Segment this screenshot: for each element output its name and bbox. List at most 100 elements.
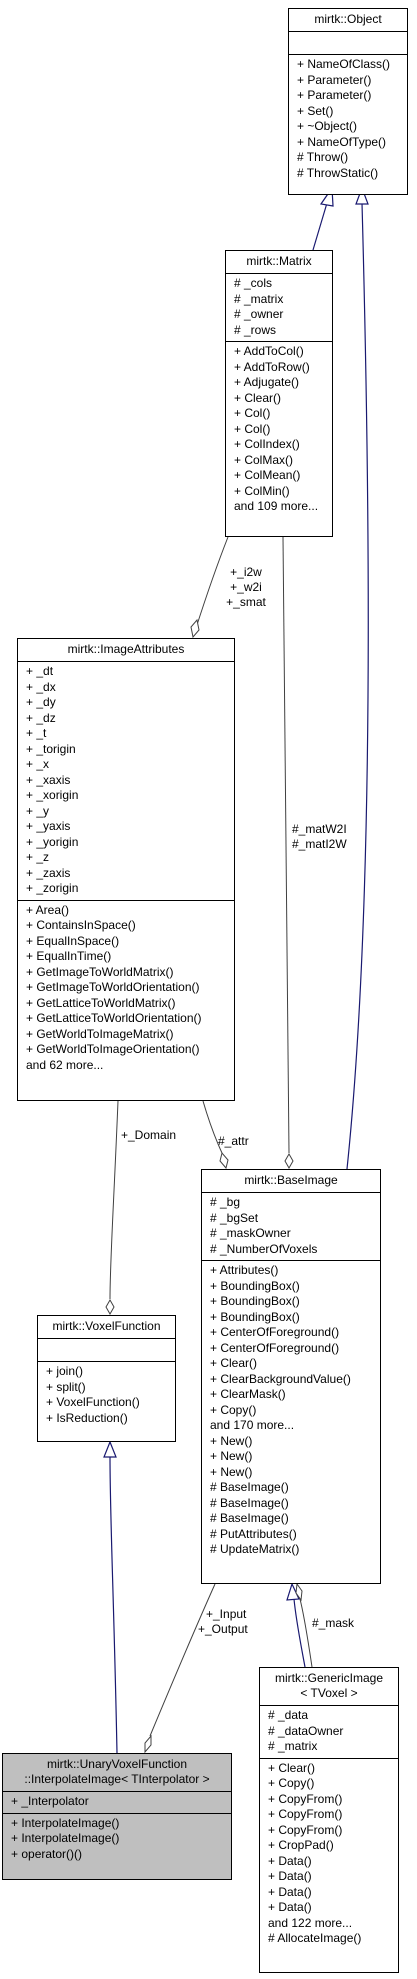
class-title-line: mirtk::ImageAttributes (67, 642, 185, 656)
class-method: + New() (210, 1449, 253, 1463)
class-method: + CopyFrom() (268, 1807, 343, 1821)
use-edge-imageattributes-baseimage (202, 1100, 223, 1154)
inherit-edge-unary-voxelfunction (109, 1456, 118, 1754)
edge-label-baseimage-unary: +_Input +_Output (198, 1607, 248, 1637)
class-method: + ClearMask() (210, 1387, 286, 1401)
class-method: + split() (46, 1379, 86, 1394)
class-method: + GetImageToWorldOrientation() (26, 980, 200, 994)
class-method: # PutAttributes() (210, 1526, 297, 1541)
class-method: + GetWorldToImageOrientation() (26, 1042, 200, 1056)
use-edge-imageattributes-voxelfunction (109, 1100, 119, 1300)
class-unary-interpolateimage[interactable]: mirtk::UnaryVoxelFunction ::InterpolateI… (2, 1753, 232, 1880)
class-method: + Clear() (210, 1356, 258, 1370)
class-method: + Clear() (268, 1760, 316, 1775)
class-method: + Data() (268, 1869, 312, 1883)
class-method: + CopyFrom() (268, 1822, 343, 1837)
diamond-imageattributes-voxelfunction (105, 1298, 115, 1316)
edge-label-line: +_Output (198, 1622, 248, 1636)
class-attribute: # _rows (234, 322, 277, 337)
class-attribute: # _bg (210, 1195, 241, 1209)
class-title: mirtk::Matrix (226, 251, 332, 274)
class-attribute: + _xorigin (26, 788, 79, 802)
diamond-baseimage-genericimage (295, 1582, 303, 1602)
class-method: and 62 more... (26, 1057, 104, 1072)
class-method: + Copy() (268, 1776, 315, 1790)
class-method: + NameOfClass() (297, 57, 391, 71)
class-method: + ContainsInSpace() (26, 918, 136, 932)
use-edge-matrix-baseimage (282, 536, 290, 1154)
class-method: + Data() (268, 1853, 312, 1868)
diamond-baseimage-unary (144, 1734, 152, 1754)
class-attribute: + _dz (26, 710, 56, 725)
edge-label-imageattributes-baseimage: #_attr (218, 1134, 249, 1149)
attributes-section: + _dt + _dx + _dy + _dz + _t + _torigin … (18, 662, 234, 901)
inherit-arrowhead-unary-voxelfunction (103, 1440, 117, 1458)
class-attribute: # _cols (234, 276, 273, 290)
class-title: mirtk::BaseImage (202, 1170, 380, 1193)
class-method: + BoundingBox() (210, 1278, 300, 1293)
class-method: + NameOfType() (297, 134, 387, 149)
methods-section: + InterpolateImage() + InterpolateImage(… (3, 1814, 231, 1866)
class-method: and 170 more... (210, 1418, 295, 1432)
class-method: + EqualInTime() (26, 949, 112, 963)
attributes-section (38, 1339, 175, 1362)
class-method: # BaseImage() (210, 1495, 289, 1510)
class-attribute: + _t (26, 726, 47, 740)
attributes-section: # _cols # _matrix # _owner # _rows (226, 274, 332, 342)
edge-label-line: +_Domain (121, 1128, 177, 1142)
class-method: # AllocateImage() (268, 1931, 362, 1945)
class-attribute: # _owner (234, 307, 284, 321)
class-attribute: + _dy (26, 695, 56, 709)
class-method: + CopyFrom() (268, 1791, 343, 1806)
edge-label-line: +_i2w (230, 565, 262, 579)
class-method: + AddToRow() (234, 359, 310, 374)
attributes-section: # _bg # _bgSet # _maskOwner # _NumberOfV… (202, 1193, 380, 1261)
class-method: + ColMax() (234, 452, 294, 467)
class-method: + ~Object() (297, 119, 358, 133)
class-title-line: mirtk::Object (314, 12, 382, 26)
class-method: + Data() (268, 1884, 312, 1899)
class-method: + BoundingBox() (210, 1309, 300, 1324)
use-edge-baseimage-genericimage (299, 1598, 313, 1668)
class-object[interactable]: mirtk::Object + NameOfClass() + Paramete… (288, 8, 408, 195)
methods-section: + AddToCol() + AddToRow() + Adjugate() +… (226, 342, 332, 518)
class-title: mirtk::Object (289, 9, 407, 32)
class-title: mirtk::ImageAttributes (18, 639, 234, 662)
class-method: + AddToCol() (234, 344, 304, 358)
attributes-section (289, 32, 407, 55)
class-attribute: + _dx (26, 679, 56, 694)
class-method: + GetImageToWorldMatrix() (26, 964, 174, 979)
class-voxelfunction[interactable]: mirtk::VoxelFunction + join() + split() … (37, 1315, 176, 1442)
class-title-line: mirtk::Matrix (246, 254, 312, 268)
class-method: + New() (210, 1464, 253, 1479)
edge-label-line: +_Input (206, 1607, 247, 1621)
class-method: + ClearBackgroundValue() (210, 1371, 351, 1386)
class-imageattributes[interactable]: mirtk::ImageAttributes + _dt + _dx + _dy… (17, 638, 235, 1101)
class-attribute: + _torigin (26, 741, 76, 756)
class-method: + BoundingBox() (210, 1294, 300, 1308)
class-method: + GetWorldToImageMatrix() (26, 1026, 174, 1041)
class-title-line: ::InterpolateImage< TInterpolator > (24, 1772, 210, 1786)
class-method: + Set() (297, 103, 334, 118)
class-title: mirtk::UnaryVoxelFunction ::InterpolateI… (3, 1754, 231, 1792)
class-attribute: + _y (26, 803, 50, 818)
class-method: + GetLatticeToWorldMatrix() (26, 995, 176, 1010)
class-method: and 109 more... (234, 499, 319, 513)
class-genericimage[interactable]: mirtk::GenericImage < TVoxel > # _data #… (259, 1667, 399, 1973)
class-method: + Col() (234, 421, 271, 436)
class-attribute: + _xaxis (26, 772, 71, 787)
class-matrix[interactable]: mirtk::Matrix # _cols # _matrix # _owner… (225, 250, 333, 537)
edge-label-line: #_mask (312, 1616, 355, 1630)
class-baseimage[interactable]: mirtk::BaseImage # _bg # _bgSet # _maskO… (201, 1169, 381, 1584)
class-method: # BaseImage() (210, 1480, 289, 1494)
class-title-line: mirtk::BaseImage (244, 1173, 338, 1187)
class-title: mirtk::VoxelFunction (38, 1316, 175, 1339)
edge-label-matrix-imageattributes: +_i2w +_w2i +_smat (218, 565, 274, 610)
class-attribute: + _x (26, 757, 50, 771)
inherit-edge-baseimage-object (346, 202, 369, 1170)
class-attribute: + _Interpolator (11, 1794, 89, 1808)
edge-label-line: #_attr (218, 1134, 249, 1148)
class-method: + Attributes() (210, 1263, 279, 1277)
